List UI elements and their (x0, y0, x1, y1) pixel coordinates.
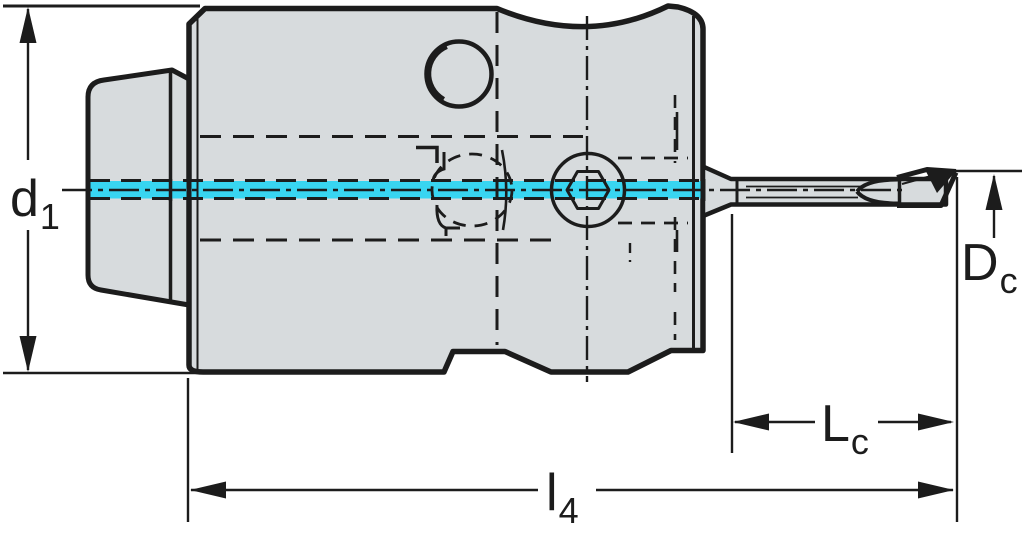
d1-subscript: 1 (39, 196, 60, 237)
lc-arrow-right (918, 413, 954, 431)
clamp-seat-hook (431, 152, 446, 182)
shaft-details (735, 167, 959, 208)
l4-arrow-left (190, 481, 226, 499)
dc-subscript: c (999, 260, 1018, 301)
l4-subscript: 4 (558, 490, 579, 531)
lc-base: L (821, 395, 850, 453)
dimension-label-dc: Dc (961, 234, 1018, 299)
clamp-screw-hex-socket (565, 170, 611, 210)
lc-arrow-left (733, 413, 769, 431)
clamp-seat-lower (435, 204, 460, 236)
cutting-tip-face-line (901, 175, 932, 185)
d1-base: d (10, 170, 39, 228)
d1-arrow-down (19, 336, 37, 372)
cutting-tip-insert (925, 169, 956, 193)
dc-arrow-up (985, 174, 1003, 210)
lc-subscript: c (850, 421, 869, 462)
clamp-screw-head (549, 151, 627, 229)
dimensions (3, 4, 1022, 522)
d1-arrow-up (19, 7, 37, 43)
set-screw-hole (424, 39, 494, 109)
l4-base: l (546, 464, 558, 522)
dc-base: D (961, 234, 999, 292)
body-features (416, 39, 679, 252)
centerlines (62, 16, 902, 382)
cutting-tip-bottom-edge (897, 171, 959, 208)
l4-arrow-right (918, 481, 954, 499)
dimension-label-d1: d1 (10, 170, 60, 235)
clamp-pin-curve (500, 149, 508, 231)
set-screw-hole-inner-arc (427, 45, 448, 101)
insert-seat-arc (855, 177, 899, 206)
dimension-label-l4: l4 (546, 464, 579, 529)
clamp-seat-upper (416, 145, 439, 163)
dimension-label-lc: Lc (821, 395, 869, 460)
